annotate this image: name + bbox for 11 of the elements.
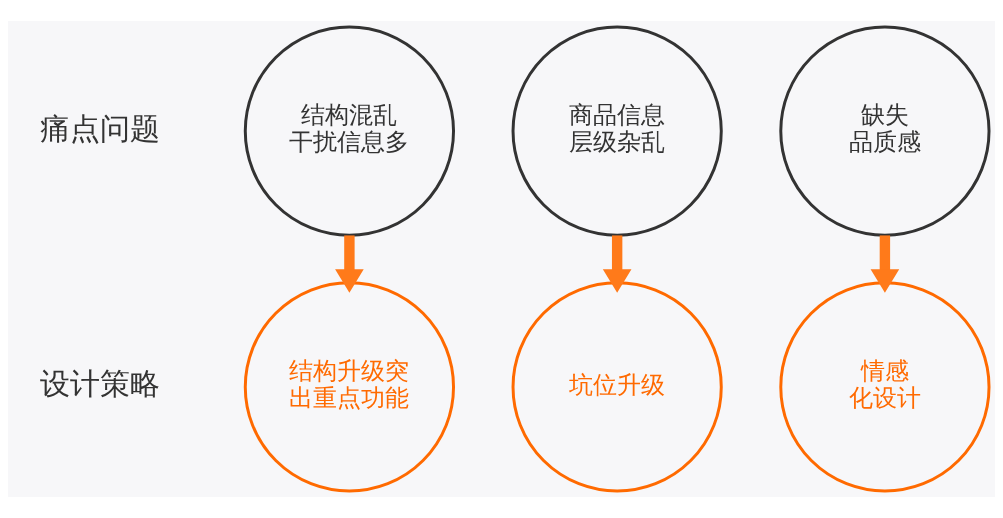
node-circle: 结构混乱干扰信息多 [243,25,455,237]
arrow [335,235,364,293]
node-circle: 商品信息层级杂乱 [511,25,723,237]
arrow [602,235,632,293]
label: 痛点问题 [39,110,160,146]
node-circle: 缺失品质感 [779,25,991,237]
node-circle: 情感化设计 [779,281,991,493]
node-circle: 坑位升级 [511,281,723,493]
arrow [870,235,900,293]
node-circle: 结构升级突出重点功能 [243,281,455,493]
label: 设计策略 [39,366,160,402]
